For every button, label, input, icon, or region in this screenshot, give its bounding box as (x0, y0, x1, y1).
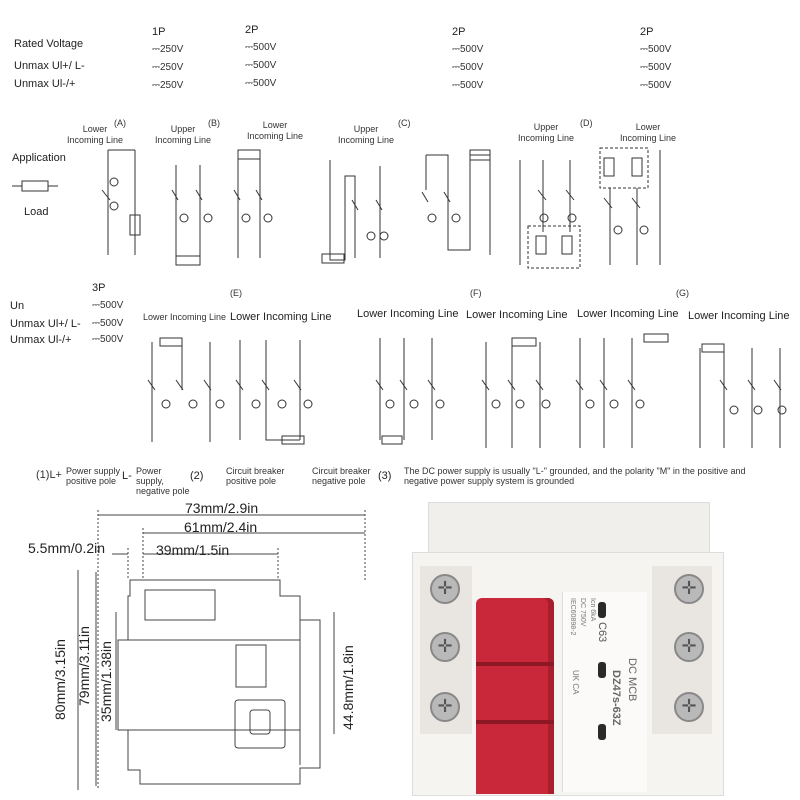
specs-3p-v2: ⎓500V (92, 318, 124, 329)
specs-3p-v3: ⎓500V (92, 334, 124, 345)
wiring-diagrams (12, 147, 787, 448)
dim-73: 73mm/2.9in (185, 500, 259, 516)
product-image: ✛ ✛ ✛ ✛ ✛ ✛ DZ47s-63Z C63 DC MCB IEC6089… (412, 502, 724, 796)
dim-39: 39mm/1.5in (156, 542, 230, 558)
dim-35: 35mm/1.38in (98, 641, 114, 722)
legend-5-key: (3) (378, 470, 392, 482)
diagram-b-label: Upper Incoming Line (154, 124, 212, 145)
dim-5-5: 5.5mm/0.2in (28, 540, 106, 556)
dim-61: 61mm/2.4in (184, 519, 258, 535)
standard-label: IEC60898-2 (569, 598, 576, 636)
cert-label: UK CA (571, 670, 580, 695)
diagram-d-label: Upper Incoming Line (517, 122, 575, 143)
diagram-3p-label-1: Lower Incoming Line (143, 312, 227, 322)
dim-80: 80mm/3.15in (52, 639, 68, 720)
value-1p-unmax2: ⎓250V (152, 80, 184, 91)
specs-3p-unmax2: Unmax Ul-/+ (10, 334, 72, 346)
specs-3p-un: Un (10, 300, 25, 312)
value-2p-b-unmax2: ⎓500V (452, 80, 484, 91)
diagram-b-tag: (B) (208, 118, 220, 128)
value-2p-a-unmax2: ⎓500V (245, 78, 277, 89)
legend-1-text: Power supply positive pole (66, 466, 121, 486)
screw-icon: ✛ (674, 692, 704, 722)
diagram-3p-2 (235, 340, 313, 445)
specs-3p-v1: ⎓500V (92, 300, 124, 311)
diagram-3p-label-2: Lower Incoming Line (230, 311, 332, 323)
screw-icon: ✛ (674, 574, 704, 604)
diagram-d-upper (519, 160, 581, 269)
legend-5-text: The DC power supply is usually "L-" grou… (404, 466, 746, 486)
load-label: Load (24, 206, 49, 218)
col-2p-b-header: 2P (452, 26, 466, 38)
diagram-a (101, 149, 141, 255)
col-1p-header: 1P (152, 26, 166, 38)
screw-icon: ✛ (430, 632, 460, 662)
diagram-d-lower (599, 147, 661, 265)
value-2p-b-rated: ⎓500V (452, 44, 484, 55)
diagram-3p-4 (481, 337, 551, 448)
indicator-window (598, 724, 606, 740)
diagram-b2-label: Lower Incoming Line (246, 120, 304, 141)
diagram-e-tag: (E) (230, 288, 242, 298)
unmax-plus-minus-label: Unmax Ul-/+ (14, 78, 76, 90)
diagram-3p-6 (699, 343, 787, 448)
legend-1: (1)L+ (36, 469, 62, 481)
dimension-drawing (77, 510, 366, 790)
value-2p-a-unmax: ⎓500V (245, 60, 277, 71)
diagram-d2-label: Lower Incoming Line (619, 122, 677, 143)
load-symbol (12, 180, 58, 192)
screw-icon: ✛ (674, 632, 704, 662)
diagram-c-lower (421, 149, 491, 255)
volt-label: DC 750V (579, 598, 586, 627)
diagram-f-tag: (F) (470, 288, 482, 298)
col-2p-a-header: 2P (245, 24, 259, 36)
diagram-3p-label-4: Lower Incoming Line (466, 309, 568, 321)
diagram-3p-label-3: Lower Incoming Line (357, 308, 459, 320)
value-2p-c-rated: ⎓500V (640, 44, 672, 55)
diagram-3p-1 (147, 337, 225, 442)
diagram-3p-label-6: Lower Incoming Line (688, 310, 790, 322)
specs-3p-unmax: Unmax Ul+/ L- (10, 318, 81, 330)
diagram-g-tag: (G) (676, 288, 689, 298)
dim-44-8: 44.8mm/1.8in (340, 645, 356, 730)
legend-4-text: Circuit breaker negative pole (312, 466, 371, 486)
diagram-c-tag: (C) (398, 118, 411, 128)
icn-label: Icn 6kA (589, 598, 596, 622)
diagram-b-lower (233, 149, 273, 258)
diagram-3p-3 (375, 338, 445, 445)
diagram-c-label: Upper Incoming Line (337, 124, 395, 145)
brand-label: DC MCB (626, 658, 638, 702)
legend-3-text: Circuit breaker positive pole (226, 466, 285, 486)
legend-3-key: (2) (190, 470, 204, 482)
value-2p-b-unmax: ⎓500V (452, 62, 484, 73)
diagram-b-upper (171, 165, 213, 266)
value-2p-c-unmax2: ⎓500V (640, 80, 672, 91)
dim-79: 79mm/3.11in (76, 626, 92, 706)
indicator-window (598, 602, 606, 618)
diagram-3p-5 (575, 333, 669, 448)
diagram-a-label: Lower Incoming Line (66, 124, 124, 145)
unmax-plus-label: Unmax Ul+/ L- (14, 60, 85, 72)
diagram-3p-label-5: Lower Incoming Line (577, 308, 679, 320)
diagram-c-upper (321, 160, 389, 264)
value-1p-rated: ⎓250V (152, 44, 184, 55)
application-label: Application (12, 152, 66, 164)
value-2p-c-unmax: ⎓500V (640, 62, 672, 73)
label-panel (562, 592, 647, 792)
rated-voltage-label: Rated Voltage (14, 38, 84, 50)
specs-3p-title: 3P (92, 282, 106, 294)
col-2p-c-header: 2P (640, 26, 654, 38)
indicator-window (598, 662, 606, 678)
legend-2-text: Power supply, negative pole (136, 466, 190, 496)
diagram-a-tag: (A) (114, 118, 126, 128)
model-label: DZ47s-63Z (610, 670, 622, 726)
rating-label: C63 (596, 622, 608, 643)
screw-icon: ✛ (430, 574, 460, 604)
legend-2-key: L- (122, 470, 132, 482)
value-2p-a-rated: ⎓500V (245, 42, 277, 53)
value-1p-unmax: ⎓250V (152, 62, 184, 73)
screw-icon: ✛ (430, 692, 460, 722)
breaker-handle[interactable] (476, 598, 554, 794)
diagram-d-tag: (D) (580, 118, 593, 128)
